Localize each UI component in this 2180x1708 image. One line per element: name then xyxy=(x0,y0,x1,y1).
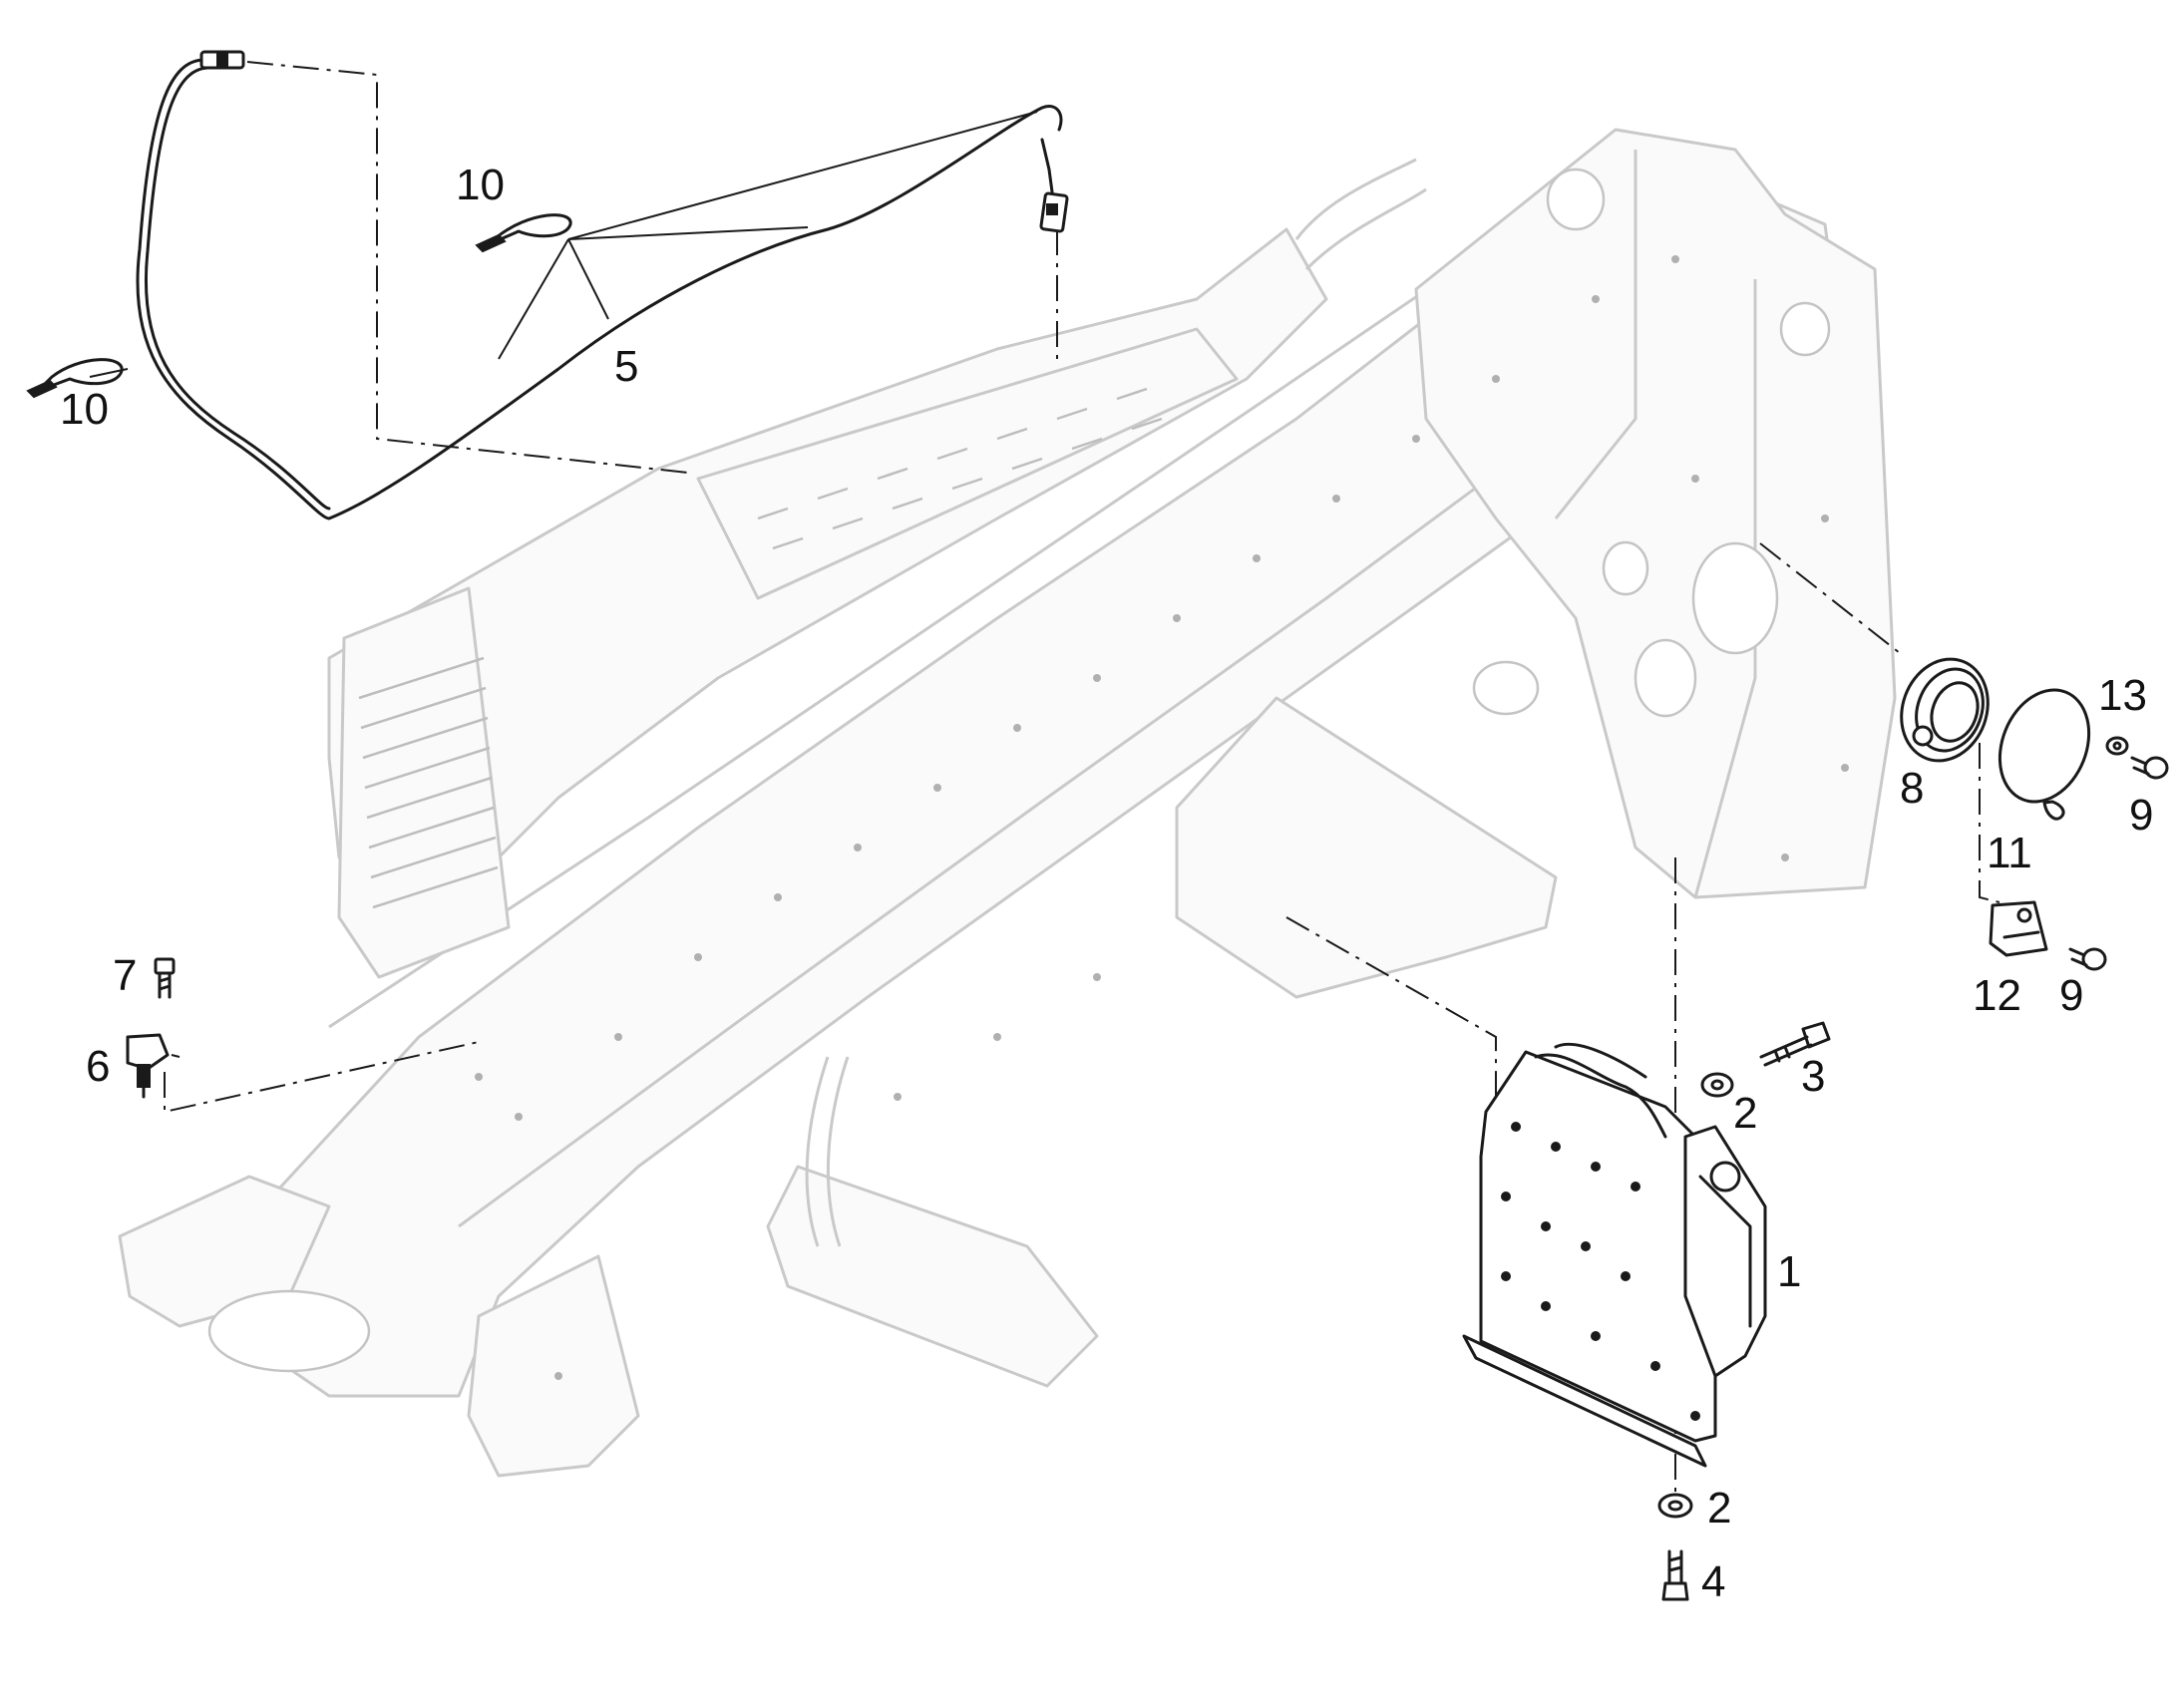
callout-5: 5 xyxy=(614,342,638,391)
leader-lines xyxy=(89,111,1038,1058)
bracket-bolt-lower xyxy=(2068,947,2107,971)
plate-holes xyxy=(1501,1122,1700,1421)
cover-washer xyxy=(2105,736,2129,756)
cover-cap xyxy=(1998,688,2091,821)
callout-8: 8 xyxy=(1900,764,1924,813)
sensor-screw xyxy=(154,957,176,999)
callout-1: 1 xyxy=(1777,1247,1801,1296)
callout-12: 12 xyxy=(1973,971,2021,1020)
cover-bolt-upper xyxy=(2130,756,2169,780)
callout-9-lower: 9 xyxy=(2059,971,2083,1020)
bolt-lower xyxy=(1661,1549,1689,1601)
control-unit-assembly xyxy=(1462,1042,1767,1468)
assembly-lines xyxy=(164,61,2000,1496)
radiator-fins xyxy=(358,656,499,909)
cable-tie-upper xyxy=(475,213,572,253)
washer-upper xyxy=(1700,1072,1734,1098)
callout-4: 4 xyxy=(1701,1557,1725,1606)
callout-10-upper: 10 xyxy=(456,161,505,209)
cover-ring xyxy=(1900,657,1990,763)
washer-lower xyxy=(1657,1493,1693,1519)
callout-9-upper: 9 xyxy=(2129,791,2153,840)
callout-13: 13 xyxy=(2098,671,2147,720)
callout-2-upper: 2 xyxy=(1733,1089,1757,1138)
vent-slots xyxy=(757,387,1163,550)
callout-2-lower: 2 xyxy=(1707,1484,1731,1533)
callout-3: 3 xyxy=(1801,1052,1825,1101)
cover-bracket xyxy=(1989,900,2048,957)
bolt-upper xyxy=(1759,1021,1831,1067)
machine-frame xyxy=(118,128,1897,1478)
frame-fastener-dots xyxy=(475,255,1849,1380)
callout-7: 7 xyxy=(113,951,137,1000)
callout-6: 6 xyxy=(86,1042,110,1091)
callout-labels: 10 10 5 13 8 9 11 12 9 7 6 3 2 1 2 4 xyxy=(60,161,2153,1606)
callout-10-lower: 10 xyxy=(60,385,109,434)
callout-11: 11 xyxy=(1987,829,2032,877)
wiring-harness xyxy=(136,50,1069,520)
sensor-bracket xyxy=(126,1033,170,1099)
